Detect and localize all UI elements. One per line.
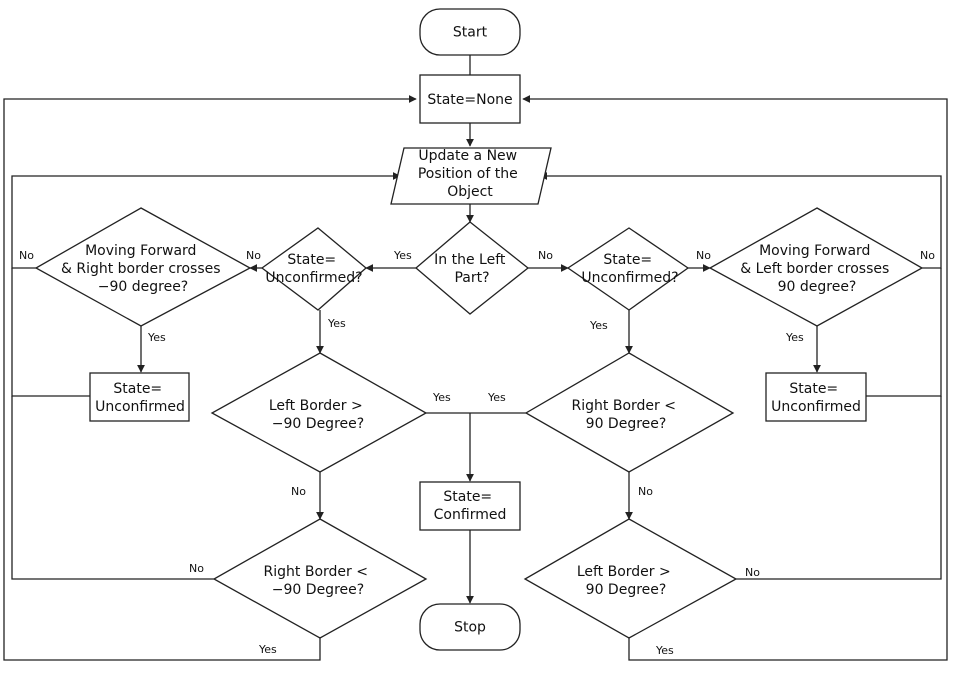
edge-left-border-pos-yes-loop (522, 95, 948, 661)
nodes: Start State=None Update a New Position o… (34, 8, 924, 651)
label-left-border-no: No (291, 485, 306, 498)
node-moving-forward-right: Moving Forward & Left border crosses 90 … (708, 207, 924, 327)
decision-diamond (210, 352, 428, 473)
node-state-none: State=None (419, 74, 521, 124)
label-moving-left-no: No (19, 249, 34, 262)
node-set-unconfirmed-left: State= Unconfirmed (89, 372, 190, 422)
connectors (3, 55, 948, 661)
label-left-part-yes: Yes (393, 249, 412, 262)
decision-diamond (34, 207, 252, 327)
process-shape (765, 372, 867, 422)
label-left-border-yes: Yes (432, 391, 451, 404)
node-label: State= Unconfirmed? (265, 252, 362, 286)
process-shape (419, 74, 521, 124)
decision-diamond (523, 518, 738, 639)
decision-diamond (212, 518, 428, 639)
decision-diamond (260, 227, 368, 311)
label-right-border-yes: Yes (487, 391, 506, 404)
node-left-border-check: Left Border > −90 Degree? (210, 352, 428, 473)
edge-right-border-neg-no-loop (11, 396, 214, 580)
decision-diamond (566, 227, 690, 311)
node-right-border-check: Right Border < 90 Degree? (524, 352, 735, 473)
decision-diamond (414, 221, 530, 315)
label-moving-left-yes: Yes (147, 331, 166, 344)
label-right-border-neg-no: No (189, 562, 204, 575)
node-label: State= Confirmed (434, 489, 507, 523)
node-label: Left Border > 90 Degree? (577, 564, 675, 598)
node-label: State=None (427, 92, 512, 108)
decision-diamond (708, 207, 924, 327)
label-right-border-no: No (638, 485, 653, 498)
label-left-border-pos-no: No (745, 566, 760, 579)
node-start: Start (419, 8, 521, 56)
node-right-border-neg-check: Right Border < −90 Degree? (212, 518, 428, 639)
decision-diamond (524, 352, 735, 473)
node-left-border-pos-check: Left Border > 90 Degree? (523, 518, 738, 639)
node-label: State= Unconfirmed (771, 381, 861, 415)
label-left-border-pos-yes: Yes (655, 644, 674, 657)
label-right-border-neg-yes: Yes (258, 643, 277, 656)
edge-left-border-pos-no-loop (736, 396, 942, 580)
io-parallelogram (390, 147, 552, 205)
node-state-confirmed: State= Confirmed (419, 481, 521, 531)
label-moving-right-yes: Yes (785, 331, 804, 344)
label-moving-right-no: No (920, 249, 935, 262)
label-unconf-right-yes: Yes (589, 319, 608, 332)
label-unconf-right-no: No (696, 249, 711, 262)
node-set-unconfirmed-right: State= Unconfirmed (765, 372, 867, 422)
node-label: Stop (454, 620, 486, 636)
node-label: In the Left Part? (434, 252, 510, 286)
node-stop: Stop (419, 603, 521, 651)
process-shape (419, 481, 521, 531)
node-label: Start (453, 25, 488, 41)
node-label: Left Border > −90 Degree? (269, 398, 367, 432)
node-unconfirmed-check-left: State= Unconfirmed? (260, 227, 368, 311)
label-left-part-no: No (538, 249, 553, 262)
node-label: State= Unconfirmed (95, 381, 185, 415)
node-label: State= Unconfirmed? (581, 252, 678, 286)
label-unconf-left-no: No (246, 249, 261, 262)
node-label: Update a New Position of the Object (418, 148, 522, 200)
process-shape (89, 372, 190, 422)
terminator-shape (419, 8, 521, 56)
edge-moving-right-no-loop (539, 172, 942, 269)
edge-labels: Yes No No No Yes Yes No No Yes Yes Yes Y… (19, 249, 935, 657)
node-label: Right Border < 90 Degree? (572, 398, 681, 432)
edge-right-border-neg-yes-loop (3, 95, 417, 661)
node-in-left-part: In the Left Part? (414, 221, 530, 315)
label-unconf-left-yes: Yes (327, 317, 346, 330)
node-label: Moving Forward & Left border crosses 90 … (740, 243, 893, 295)
node-moving-forward-left: Moving Forward & Right border crosses −9… (34, 207, 252, 327)
node-label: Moving Forward & Right border crosses −9… (61, 243, 225, 295)
node-label: Right Border < −90 Degree? (264, 564, 373, 598)
node-update-position: Update a New Position of the Object (390, 147, 552, 205)
terminator-shape (419, 603, 521, 651)
node-unconfirmed-check-right: State= Unconfirmed? (566, 227, 690, 311)
edge-moving-left-no-loop (11, 172, 401, 269)
